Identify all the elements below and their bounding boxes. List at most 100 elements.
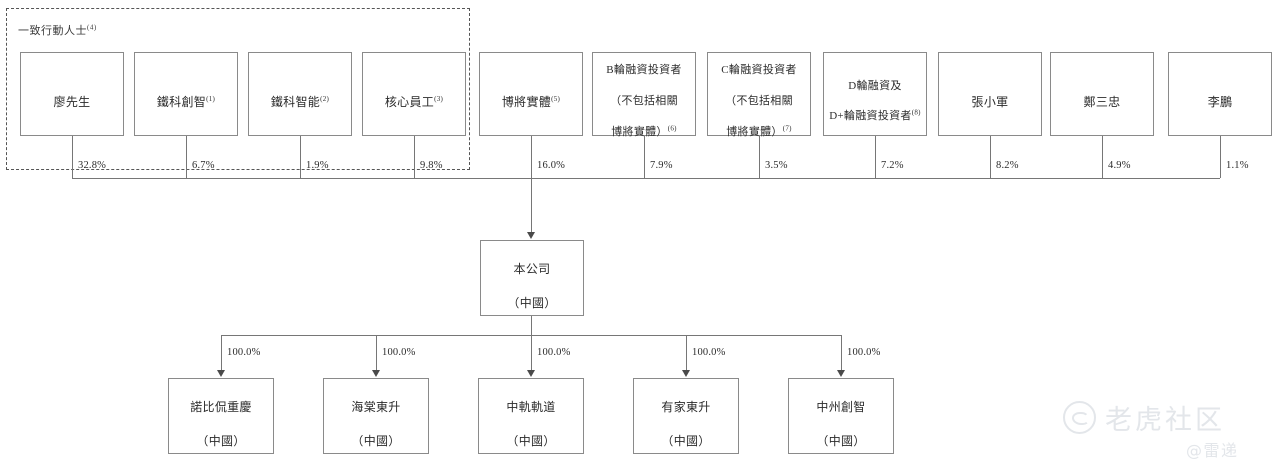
- company-box[interactable]: 本公司 （中國）: [480, 240, 584, 316]
- subsidiary-percent-zhongzhou: 100.0%: [847, 347, 881, 358]
- shareholder-superscript: (3): [434, 95, 444, 103]
- shareholder-name: 李鵬: [1207, 95, 1233, 109]
- shareholder-label: D輪融資及 D+輪融資投資者(8): [825, 63, 925, 125]
- subsidiary-name: 中州創智: [816, 399, 866, 414]
- connector-company-stem: [531, 316, 532, 335]
- shareholder-box-tieke-zhineng[interactable]: 鐵科智能(2): [248, 52, 352, 136]
- shareholder-superscript: (5): [551, 95, 561, 103]
- connector-bus-to-company: [531, 178, 532, 233]
- shareholder-superscript: (1): [206, 95, 216, 103]
- connector-drop-zhongzhou: [841, 335, 842, 371]
- watermark-brand: 老虎社区: [1063, 398, 1225, 437]
- connector-drop-li: [1220, 136, 1221, 178]
- ownership-percent-tieke-zhineng: 1.9%: [306, 160, 329, 171]
- connector-drop-series-d: [875, 136, 876, 178]
- shareholder-box-series-c-investors[interactable]: C輪融資投資者 （不包括相關 博將實體）(7): [707, 52, 811, 138]
- connector-drop-liao: [72, 136, 73, 178]
- subsidiary-box-haitang-dongsheng[interactable]: 海棠東升 （中國）: [323, 378, 429, 454]
- connector-drop-youjia: [686, 335, 687, 371]
- subsidiary-jurisdiction: （中國）: [506, 434, 556, 449]
- shareholder-label: 廖先生: [50, 77, 95, 112]
- connector-drop-series-c: [759, 136, 760, 178]
- shareholder-box-liao-xiansheng[interactable]: 廖先生: [20, 52, 124, 136]
- shareholder-box-bojiang-entities[interactable]: 博將實體(5): [479, 52, 583, 136]
- subsidiary-label: 諾比侃重慶 （中國）: [186, 381, 256, 451]
- subsidiary-name: 有家東升: [661, 399, 711, 414]
- shareholder-box-core-employees[interactable]: 核心員工(3): [362, 52, 466, 136]
- arrow-head-zhongzhou: [837, 370, 845, 377]
- shareholder-name: 鐵科智能: [270, 95, 321, 109]
- arrow-head-youjia: [682, 370, 690, 377]
- company-label: 本公司 （中國）: [503, 243, 560, 313]
- shareholder-box-series-b-investors[interactable]: B輪融資投資者 （不包括相關 博將實體）(6): [592, 52, 696, 138]
- arrow-head-nuobikan: [217, 370, 225, 377]
- shareholder-label: 核心員工(3): [381, 77, 447, 112]
- connector-drop-tieke-chuangzhi: [186, 136, 187, 178]
- concert-parties-group-frame: [6, 8, 470, 170]
- shareholder-superscript: (2): [320, 95, 330, 103]
- shareholder-name: 張小軍: [971, 95, 1009, 109]
- connector-drop-tieke-zhineng: [300, 136, 301, 178]
- group-label-text: 一致行動人士: [18, 25, 87, 37]
- ownership-percent-tieke-chuangzhi: 6.7%: [192, 160, 215, 171]
- company-name: 本公司: [513, 261, 551, 276]
- shareholder-box-zhang-xiaojun[interactable]: 張小軍: [938, 52, 1042, 136]
- connector-drop-bojiang: [531, 136, 532, 178]
- subsidiary-label: 有家東升 （中國）: [657, 381, 714, 451]
- shareholder-label: 鐵科智能(2): [267, 77, 333, 112]
- connector-drop-haitang: [376, 335, 377, 371]
- shareholder-collection-bus: [72, 178, 1220, 179]
- ownership-percent-zhang: 8.2%: [996, 160, 1019, 171]
- subsidiary-percent-haitang: 100.0%: [382, 347, 416, 358]
- ownership-percent-liao: 32.8%: [78, 160, 107, 171]
- shareholder-name-line1: B輪融資投資者: [606, 64, 682, 77]
- subsidiary-percent-youjia: 100.0%: [692, 347, 726, 358]
- shareholder-name-line2: （不包括相關: [725, 95, 793, 107]
- shareholder-name: 核心員工: [384, 95, 435, 109]
- subsidiary-percent-zhonggui: 100.0%: [537, 347, 571, 358]
- shareholder-box-li-peng[interactable]: 李鵬: [1168, 52, 1272, 136]
- arrow-head-zhonggui: [527, 370, 535, 377]
- shareholder-superscript: (7): [782, 124, 792, 133]
- connector-drop-series-b: [644, 136, 645, 178]
- ownership-percent-bojiang: 16.0%: [537, 160, 566, 171]
- ownership-percent-zheng: 4.9%: [1108, 160, 1131, 171]
- shareholder-label: 李鵬: [1204, 77, 1237, 112]
- ownership-percent-series-b: 7.9%: [650, 160, 673, 171]
- subsidiary-jurisdiction: （中國）: [196, 434, 246, 449]
- subsidiary-box-zhongzhou-chuangzhi[interactable]: 中州創智 （中國）: [788, 378, 894, 454]
- shareholder-label: 鐵科創智(1): [153, 77, 219, 112]
- connector-drop-zhang: [990, 136, 991, 178]
- subsidiary-jurisdiction: （中國）: [661, 434, 711, 449]
- shareholder-name: 鄭三忠: [1083, 95, 1121, 109]
- subsidiary-percent-nuobikan: 100.0%: [227, 347, 261, 358]
- shareholder-name-line1: C輪融資投資者: [721, 64, 797, 77]
- concert-parties-group-label: 一致行動人士(4): [18, 22, 97, 38]
- tiger-badge-icon: [1063, 401, 1096, 434]
- subsidiary-label: 海棠東升 （中國）: [347, 381, 404, 451]
- shareholder-box-zheng-sanzhong[interactable]: 鄭三忠: [1050, 52, 1154, 136]
- shareholder-label: 張小軍: [968, 77, 1013, 112]
- ownership-percent-series-c: 3.5%: [765, 160, 788, 171]
- subsidiary-label: 中州創智 （中國）: [812, 381, 869, 451]
- shareholder-box-series-d-investors[interactable]: D輪融資及 D+輪融資投資者(8): [823, 52, 927, 136]
- company-jurisdiction: （中國）: [507, 296, 557, 311]
- watermark-handle: @雷递: [1186, 441, 1239, 460]
- shareholder-name-line2: （不包括相關: [610, 95, 678, 107]
- arrow-head-to-company: [527, 232, 535, 239]
- shareholder-box-tieke-chuangzhi[interactable]: 鐵科創智(1): [134, 52, 238, 136]
- ownership-percent-li: 1.1%: [1226, 160, 1249, 171]
- subsidiary-jurisdiction: （中國）: [816, 434, 866, 449]
- subsidiary-box-nuobikan-chongqing[interactable]: 諾比侃重慶 （中國）: [168, 378, 274, 454]
- subsidiary-label: 中軌軌道 （中國）: [502, 381, 559, 451]
- group-label-superscript: (4): [87, 23, 97, 32]
- ownership-percent-series-d: 7.2%: [881, 160, 904, 171]
- shareholder-superscript: (6): [667, 124, 677, 133]
- subsidiary-box-zhonggui-guidao[interactable]: 中軌軌道 （中國）: [478, 378, 584, 454]
- connector-drop-core-employees: [414, 136, 415, 178]
- subsidiary-box-youjia-dongsheng[interactable]: 有家東升 （中國）: [633, 378, 739, 454]
- shareholder-name-line3: 博將實體）: [611, 125, 668, 138]
- subsidiary-name: 海棠東升: [351, 399, 401, 414]
- shareholder-label: C輪融資投資者 （不包括相關 博將實體）(7): [717, 48, 800, 140]
